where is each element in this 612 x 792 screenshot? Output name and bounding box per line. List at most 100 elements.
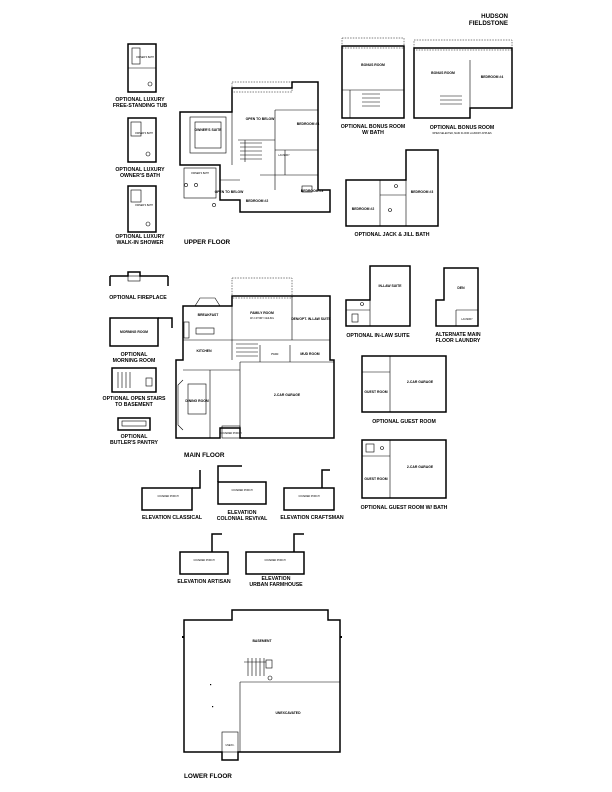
label-basement: BASEMENT <box>252 639 272 643</box>
upper-floor-plan: OWNER'S SUITE OPEN TO BELOW BEDROOM #4 B… <box>179 81 331 213</box>
caption-farmhouse-2: URBAN FARMHOUSE <box>249 582 303 588</box>
caption-bonus: OPTIONAL BONUS ROOM <box>430 125 494 131</box>
main-floor-plan: BREAKFAST FAMILY ROOM W/ 2-STORY CEILING… <box>175 277 335 439</box>
option-inlaw-suite: IN-LAW SUITE <box>345 265 411 327</box>
option-walk-in-shower: OWNER'S BATH <box>127 185 157 233</box>
label-unexcavated-2: UNEXC. <box>225 744 234 747</box>
caption-bonus-note: WHEN SELECTED, MAIN FLOOR LAUNDRY APPLIE… <box>432 132 492 135</box>
label-jj-bedroom-3: BEDROOM #3 <box>411 190 434 194</box>
label-open-below-2: OPEN TO BELOW <box>215 190 245 194</box>
option-alt-laundry: DEN LAUNDRY <box>435 267 479 327</box>
caption-fireplace: OPTIONAL FIREPLACE <box>109 295 167 301</box>
option-guest-room: GUEST ROOM 2-CAR GARAGE <box>361 355 447 413</box>
label-opt-bath: OWNER'S BATH <box>135 132 153 135</box>
caption-jack-jill: OPTIONAL JACK & JILL BATH <box>355 232 430 238</box>
label-kitchen: KITCHEN <box>196 349 212 353</box>
label-owners-bath: OWNER'S BATH <box>191 172 209 175</box>
caption-shower-2: WALK-IN SHOWER <box>117 240 164 246</box>
elevation-colonial: COVERED PORCH <box>217 465 267 505</box>
label-guest-room-bath: GUEST ROOM <box>364 477 387 481</box>
caption-butler-1: OPTIONAL <box>121 434 149 440</box>
label-den: DEN/OPT. IN-LAW SUITE <box>291 317 331 321</box>
label-bedroom-2: BEDROOM #2 <box>246 199 269 203</box>
caption-bonus-bath-1: OPTIONAL BONUS ROOM <box>341 124 405 130</box>
caption-stairs-1: OPTIONAL OPEN STAIRS <box>103 396 166 402</box>
caption-laundry-1: ALTERNATE MAIN <box>435 332 481 338</box>
label-bedroom-4: BEDROOM #4 <box>297 122 320 126</box>
label-porch-classical: COVERED PORCH <box>157 495 178 498</box>
label-porch-farmhouse: COVERED PORCH <box>264 559 285 562</box>
lower-floor-plan: BASEMENT UNEXCAVATED UNEXC. <box>182 609 342 761</box>
label-inlaw-suite: IN-LAW SUITE <box>379 284 403 288</box>
label-owners-suite: OWNER'S SUITE <box>195 128 223 132</box>
label-porch-colonial: COVERED PORCH <box>231 489 252 492</box>
label-alt-den: DEN <box>457 286 465 290</box>
caption-laundry-2: FLOOR LAUNDRY <box>436 338 481 344</box>
label-powder: PWDR. <box>271 353 279 356</box>
label-guest-room: GUEST ROOM <box>364 390 387 394</box>
caption-bonus-bath-2: W/ BATH <box>362 130 384 136</box>
caption-tub-2: FREE-STANDING TUB <box>113 103 168 109</box>
caption-tub-1: OPTIONAL LUXURY <box>115 97 165 103</box>
label-jj-bedroom-2: BEDROOM #2 <box>352 207 375 211</box>
label-porch-craftsman: COVERED PORCH <box>298 495 319 498</box>
caption-guest-bath: OPTIONAL GUEST ROOM W/ BATH <box>361 505 448 511</box>
caption-bath-1: OPTIONAL LUXURY <box>115 167 165 173</box>
label-shower-bath: OWNER'S BATH <box>135 204 153 207</box>
label-garage: 2-CAR GARAGE <box>274 393 301 397</box>
main-floor-title: MAIN FLOOR <box>184 452 225 459</box>
label-tub-bath: OWNER'S BATH <box>136 56 154 59</box>
caption-shower-1: OPTIONAL LUXURY <box>115 234 165 240</box>
option-bonus-room: BONUS ROOM BEDROOM #4 <box>413 39 513 119</box>
elevation-craftsman: COVERED PORCH <box>283 469 335 511</box>
elevation-artisan: COVERED PORCH <box>179 533 229 575</box>
option-bonus-room-bath: BONUS ROOM <box>341 37 405 119</box>
label-open-below: OPEN TO BELOW <box>246 117 276 121</box>
caption-morning-1: OPTIONAL <box>121 352 149 358</box>
label-main-porch: COVERED PORCH <box>220 432 241 435</box>
caption-farmhouse-1: ELEVATION <box>262 576 291 582</box>
label-bedroom-3: BEDROOM #3 <box>301 189 324 193</box>
option-freestanding-tub: OWNER'S BATH <box>127 43 157 93</box>
option-morning-room: MORNING ROOM <box>109 317 173 347</box>
caption-colonial-1: ELEVATION <box>228 510 257 516</box>
option-guest-room-bath: GUEST ROOM 2-CAR GARAGE <box>361 439 447 499</box>
upper-floor-title: UPPER FLOOR <box>184 239 231 246</box>
label-morning-room: MORNING ROOM <box>120 330 148 334</box>
option-jack-jill-bath: BEDROOM #2 BEDROOM #3 <box>345 149 439 227</box>
caption-inlaw: OPTIONAL IN-LAW SUITE <box>346 333 410 339</box>
plan-subtitle: FIELDSTONE <box>469 20 508 27</box>
caption-classical: ELEVATION CLASSICAL <box>142 515 203 521</box>
label-family-sub: W/ 2-STORY CEILING <box>250 317 274 320</box>
label-breakfast: BREAKFAST <box>198 313 220 317</box>
label-bonus-room-2: BONUS ROOM <box>431 71 455 75</box>
option-owners-bath: OWNER'S BATH <box>127 117 157 163</box>
label-dining: DINING ROOM <box>185 399 209 403</box>
label-upper-laundry: LAUNDRY <box>278 154 290 157</box>
lower-floor-title: LOWER FLOOR <box>184 773 232 780</box>
elevation-classical: COVERED PORCH <box>141 470 201 511</box>
caption-guest: OPTIONAL GUEST ROOM <box>372 419 436 425</box>
label-bonus-room-1: BONUS ROOM <box>361 63 385 67</box>
option-open-stairs <box>111 367 157 393</box>
caption-colonial-2: COLONIAL REVIVAL <box>217 516 268 522</box>
label-guest-garage: 2-CAR GARAGE <box>407 380 434 384</box>
label-alt-laundry: LAUNDRY <box>461 318 473 321</box>
caption-craftsman: ELEVATION CRAFTSMAN <box>280 515 343 521</box>
label-family-room: FAMILY ROOM <box>250 311 274 315</box>
plan-name: HUDSON <box>481 13 508 20</box>
caption-artisan: ELEVATION ARTISAN <box>177 579 230 585</box>
elevation-farmhouse: COVERED PORCH <box>245 533 305 575</box>
label-mud-room: MUD ROOM <box>300 352 319 356</box>
caption-butler-2: BUTLER'S PANTRY <box>110 440 158 446</box>
caption-morning-2: MORNING ROOM <box>113 358 156 364</box>
label-guest-bath-garage: 2-CAR GARAGE <box>407 465 434 469</box>
label-bonus-bedroom-4: BEDROOM #4 <box>481 75 504 79</box>
option-butlers-pantry <box>117 417 151 431</box>
option-fireplace <box>109 271 169 286</box>
caption-stairs-2: TO BASEMENT <box>115 402 153 408</box>
label-unexcavated: UNEXCAVATED <box>275 711 301 715</box>
caption-bath-2: OWNER'S BATH <box>120 173 160 179</box>
label-porch-artisan: COVERED PORCH <box>193 559 214 562</box>
